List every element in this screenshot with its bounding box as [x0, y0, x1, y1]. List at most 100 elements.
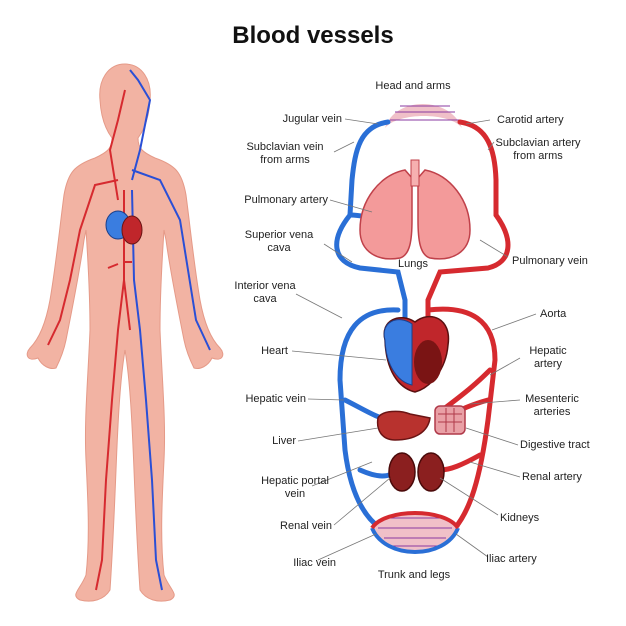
label-iliac-artery: Iliac artery [486, 553, 537, 565]
label-interior-vena-cava-line2: cava [253, 293, 277, 305]
pulmonary-vein-path [425, 212, 511, 333]
leader-aorta [491, 313, 537, 331]
label-trunk-legs: Trunk and legs [377, 569, 451, 581]
carotid-artery-path [457, 119, 499, 218]
right-kidney [417, 452, 445, 492]
label-hepatic-artery-line1: Hepatic [529, 345, 567, 357]
body-silhouette [26, 63, 224, 602]
renal-artery-path [437, 452, 483, 473]
leader-heart [291, 350, 387, 361]
intestines [434, 405, 466, 435]
body-artery-branch [123, 279, 131, 331]
label-superior-vena-cava-line2: cava [267, 242, 291, 254]
leader-hepatic-portal-vein [311, 461, 373, 487]
label-aorta: Aorta [540, 308, 567, 320]
label-mesenteric-arteries: Mesenteric arteries [518, 393, 586, 419]
label-subclavian-vein-line2: from arms [260, 154, 310, 166]
leader-subclavian-vein [333, 141, 355, 153]
label-pulmonary-vein: Pulmonary vein [512, 255, 588, 267]
leader-digestive-tract [465, 427, 519, 446]
label-superior-vena-cava-line1: Superior vena [244, 229, 314, 241]
label-hepatic-vein: Hepatic vein [245, 393, 306, 405]
label-head-arms: Head and arms [375, 80, 451, 92]
leader-subclavian-artery [487, 141, 495, 151]
label-mesenteric-arteries-line1: Mesenteric [525, 393, 579, 405]
body-veins [129, 69, 211, 591]
trachea [410, 159, 420, 187]
leader-hepatic-vein [307, 398, 345, 401]
heart-ventricle [414, 340, 442, 384]
left-kidney [388, 452, 416, 492]
leader-kidneys [439, 477, 499, 516]
label-subclavian-artery: Subclavian artery from arms [488, 137, 588, 163]
label-hepatic-portal-vein-line2: vein [284, 488, 306, 500]
label-mesenteric-arteries-line2: arteries [533, 406, 571, 418]
label-subclavian-vein: Subclavian vein from arms [238, 141, 332, 167]
digestive-tract [434, 405, 466, 435]
leader-renal-vein [333, 477, 391, 526]
body-jugular-line [129, 69, 152, 181]
label-lungs: Lungs [398, 258, 428, 270]
label-liver: Liver [272, 435, 296, 447]
label-subclavian-artery-line1: Subclavian artery [495, 137, 581, 149]
leader-hepatic-artery [489, 357, 521, 376]
label-digestive-tract: Digestive tract [520, 439, 590, 451]
label-carotid-artery: Carotid artery [497, 114, 564, 126]
leader-lines [291, 118, 537, 561]
interior-vena-cava-path [337, 307, 401, 531]
kidneys [388, 452, 445, 492]
label-kidneys: Kidneys [500, 512, 540, 524]
legs-capillary-bed [372, 513, 458, 552]
label-hepatic-portal-vein: Hepatic portal vein [250, 475, 340, 501]
head-capillary-lines [390, 105, 460, 121]
page-title: Blood vessels [232, 22, 394, 49]
body-arteries [47, 89, 132, 591]
leader-jugular-vein [344, 118, 379, 125]
leader-interior-vena-cava [295, 293, 343, 319]
body-heart-left [121, 215, 143, 245]
label-renal-artery: Renal artery [522, 471, 582, 483]
label-pulmonary-artery: Pulmonary artery [244, 194, 328, 206]
body-carotid-line [108, 89, 126, 201]
label-superior-vena-cava: Superior vena cava [236, 229, 322, 255]
heart-right-side [383, 319, 413, 386]
leader-iliac-artery [455, 533, 489, 558]
label-heart: Heart [261, 345, 288, 357]
leader-mesenteric-arteries [469, 399, 521, 405]
liver [376, 410, 431, 441]
leader-carotid-artery [465, 119, 491, 125]
label-renal-vein: Renal vein [280, 520, 332, 532]
legs-capillary-lines [378, 517, 452, 547]
label-hepatic-artery-line2: artery [533, 358, 563, 370]
aorta-path [425, 306, 498, 531]
trunk-legs-capillaries [370, 511, 460, 554]
heart [383, 315, 450, 393]
intestine-lines [438, 408, 462, 432]
jugular-vein-path [347, 119, 391, 218]
superior-vena-cava-path [334, 212, 408, 343]
leader-pulmonary-artery [329, 199, 373, 213]
iliac-artery-path [370, 511, 460, 530]
leader-pulmonary-vein [479, 239, 509, 258]
label-subclavian-vein-line1: Subclavian vein [246, 141, 324, 153]
label-iliac-vein: Iliac vein [293, 557, 336, 569]
label-hepatic-artery: Hepatic artery [520, 345, 576, 371]
right-lung [417, 169, 471, 260]
label-jugular-vein: Jugular vein [282, 113, 342, 125]
lungs [359, 159, 471, 260]
body-arm-vein-line [131, 169, 211, 351]
label-interior-vena-cava: Interior vena cava [222, 280, 308, 306]
diagram-arteries [425, 119, 511, 531]
iliac-vein-path [370, 527, 460, 554]
leader-superior-vena-cava [323, 243, 353, 263]
left-lung [359, 169, 413, 260]
body-renal-artery-line [107, 261, 132, 269]
head-capillary-bed [385, 104, 462, 128]
body-heart [105, 210, 143, 245]
leader-liver [297, 427, 379, 442]
label-interior-vena-cava-line1: Interior vena [234, 280, 296, 292]
leader-iliac-vein [317, 533, 377, 561]
body-arm-artery-line [47, 179, 119, 346]
